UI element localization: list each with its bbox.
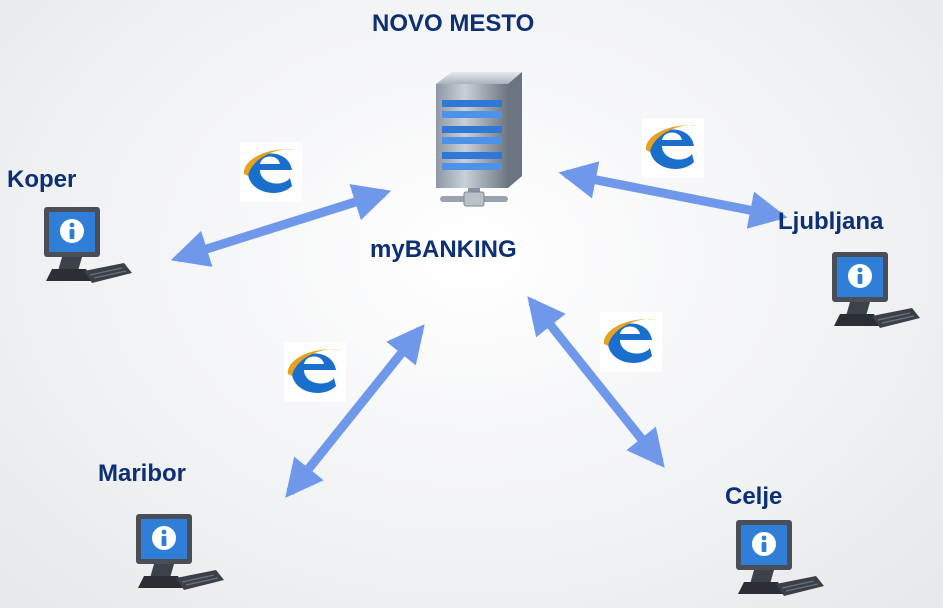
- branch-label-ljubljana: Ljubljana: [778, 208, 884, 235]
- arrow-maribor: [285, 324, 425, 498]
- arrow-ljubljana: [558, 161, 788, 229]
- branch-label-maribor: Maribor: [98, 460, 187, 487]
- internet-explorer-icon: [600, 312, 662, 372]
- computer-info-icon: [44, 207, 132, 283]
- computer-info-icon: [136, 514, 224, 590]
- internet-explorer-icon: [642, 118, 704, 178]
- hub-name: myBANKING: [370, 236, 517, 263]
- internet-explorer-icon: [284, 342, 346, 402]
- server-icon: [436, 72, 522, 207]
- computer-info-icon: [736, 520, 824, 596]
- computer-info-icon: [832, 252, 920, 328]
- branch-label-koper: Koper: [7, 166, 77, 193]
- internet-explorer-icon: [240, 142, 302, 202]
- hub-title: NOVO MESTO: [372, 10, 535, 37]
- branch-label-celje: Celje: [725, 483, 783, 510]
- arrow-koper: [170, 184, 392, 267]
- arrow-celje: [527, 296, 665, 468]
